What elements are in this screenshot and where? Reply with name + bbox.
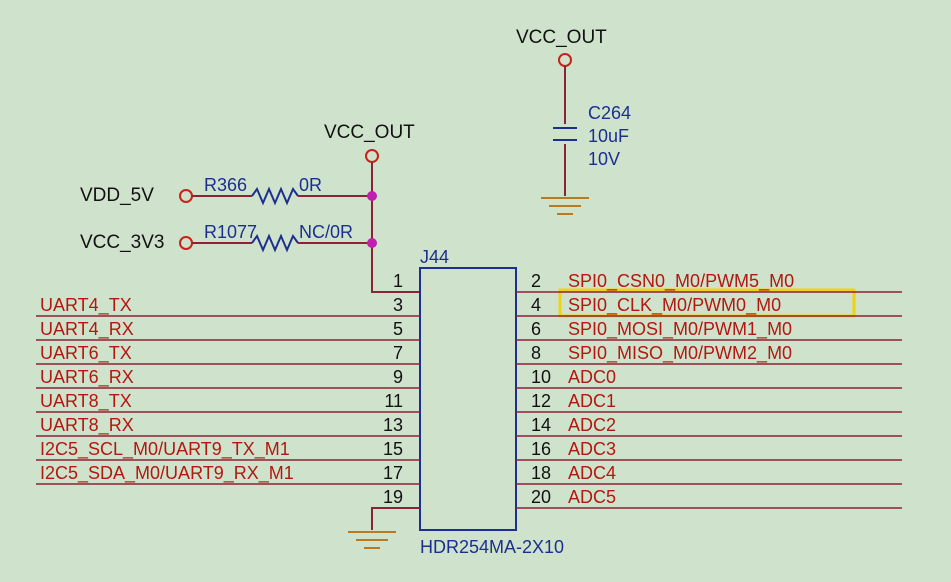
vcc-out-top-port-icon bbox=[558, 53, 572, 67]
pin-number: 4 bbox=[531, 295, 541, 315]
header-ground-icon bbox=[348, 531, 396, 549]
vcc-3v3-port-icon bbox=[179, 236, 193, 250]
vcc-out-bus-wire bbox=[371, 162, 420, 293]
net-label: UART4_RX bbox=[40, 319, 134, 340]
r366-resistor-icon bbox=[251, 186, 299, 206]
net-label: SPI0_MISO_M0/PWM2_M0 bbox=[568, 343, 792, 364]
pin-number: 12 bbox=[531, 391, 551, 411]
vcc-out-top-label: VCC_OUT bbox=[516, 27, 607, 48]
vcc-out-mid-port-icon bbox=[365, 149, 379, 163]
net-label: ADC1 bbox=[568, 391, 616, 411]
pin-number: 1 bbox=[393, 271, 403, 291]
net-label-highlighted: SPI0_CLK_M0/PWM0_M0 bbox=[568, 295, 781, 316]
pin-number: 16 bbox=[531, 439, 551, 459]
right-pin-group: 2 SPI0_CSN0_M0/PWM5_M0 4 SPI0_CLK_M0/PWM0_M… bbox=[516, 271, 902, 509]
pin-number: 8 bbox=[531, 343, 541, 363]
j44-ref: J44 bbox=[420, 247, 449, 267]
net-label: SPI0_MOSI_M0/PWM1_M0 bbox=[568, 319, 792, 340]
r1077-resistor-icon bbox=[251, 233, 299, 253]
net-label: ADC5 bbox=[568, 487, 616, 507]
c264-voltage: 10V bbox=[588, 149, 620, 169]
pin-number: 10 bbox=[531, 367, 551, 387]
vcc-out-mid-label: VCC_OUT bbox=[324, 122, 415, 143]
junction-dot-icon bbox=[367, 191, 377, 201]
vdd-5v-port-icon bbox=[179, 189, 193, 203]
net-label: UART8_TX bbox=[40, 391, 132, 412]
pin-number: 7 bbox=[393, 343, 403, 363]
net-label: I2C5_SDA_M0/UART9_RX_M1 bbox=[40, 463, 294, 484]
pin-number: 20 bbox=[531, 487, 551, 507]
j44-header-body bbox=[419, 267, 517, 531]
net-label: ADC3 bbox=[568, 439, 616, 459]
pin19-ground-wire bbox=[371, 507, 420, 530]
capacitor-ground-icon bbox=[541, 197, 589, 215]
vcc-3v3-label: VCC_3V3 bbox=[80, 232, 165, 253]
net-label: ADC2 bbox=[568, 415, 616, 435]
net-label: UART4_TX bbox=[40, 295, 132, 316]
pin-number: 5 bbox=[393, 319, 403, 339]
pin-number: 15 bbox=[383, 439, 403, 459]
pin-number: 3 bbox=[393, 295, 403, 315]
net-label: SPI0_CSN0_M0/PWM5_M0 bbox=[568, 271, 794, 292]
junction-dot-icon bbox=[367, 238, 377, 248]
net-label: ADC4 bbox=[568, 463, 616, 483]
pin-number: 6 bbox=[531, 319, 541, 339]
pin-number: 19 bbox=[383, 487, 403, 507]
c264-value: 10uF bbox=[588, 126, 629, 146]
net-label: UART6_TX bbox=[40, 343, 132, 364]
net-label: UART8_RX bbox=[40, 415, 134, 436]
net-label: I2C5_SCL_M0/UART9_TX_M1 bbox=[40, 439, 290, 460]
pin-number: 11 bbox=[384, 391, 403, 411]
r366-value: 0R bbox=[299, 175, 322, 195]
vdd-5v-label: VDD_5V bbox=[80, 185, 154, 206]
r366-ref: R366 bbox=[204, 175, 247, 195]
pin-number: 18 bbox=[531, 463, 551, 483]
net-label: ADC0 bbox=[568, 367, 616, 387]
pin-number: 2 bbox=[531, 271, 541, 291]
pin-number: 9 bbox=[393, 367, 403, 387]
r1077-ref: R1077 bbox=[204, 222, 257, 242]
net-label: UART6_RX bbox=[40, 367, 134, 388]
c264-ref: C264 bbox=[588, 103, 631, 123]
pin-number: 14 bbox=[531, 415, 551, 435]
pin-number: 13 bbox=[383, 415, 403, 435]
j44-part-number: HDR254MA-2X10 bbox=[420, 537, 564, 557]
r1077-value: NC/0R bbox=[299, 222, 353, 242]
pin-number: 17 bbox=[383, 463, 403, 483]
left-pin-group: 13UART4_TX5UART4_RX7UART6_TX9UART6_RX11U… bbox=[36, 271, 420, 507]
